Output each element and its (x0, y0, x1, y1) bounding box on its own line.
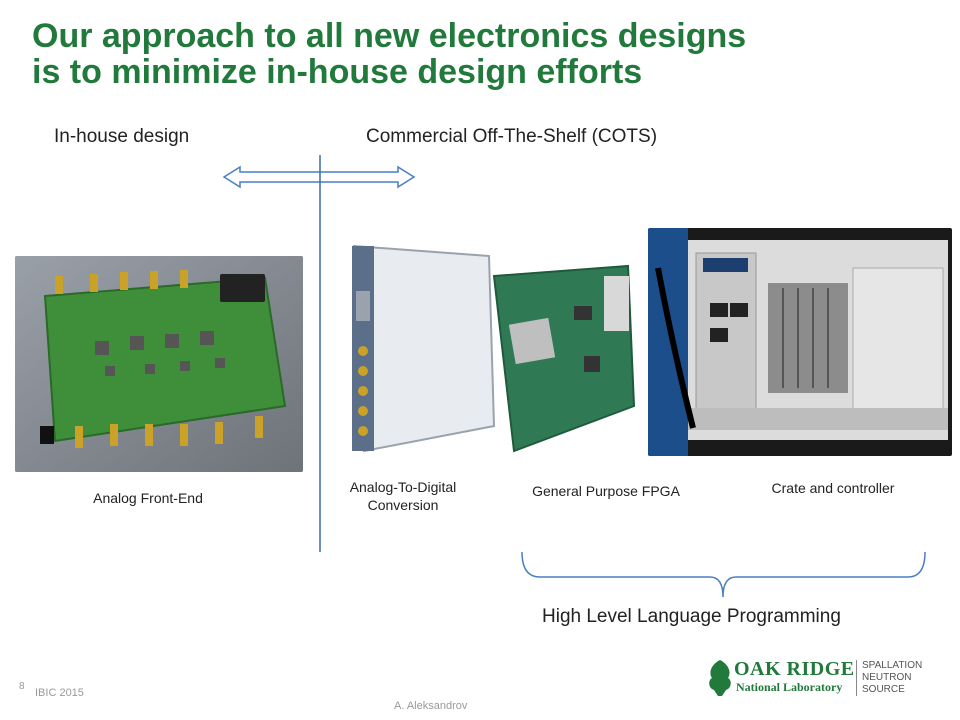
crate-illustration (648, 228, 952, 456)
caption-fpga: General Purpose FPGA (532, 483, 680, 499)
double-arrow (222, 165, 416, 189)
logo-sns-line-3: SOURCE (862, 684, 905, 695)
logo-sns: SPALLATION NEUTRON SOURCE (862, 660, 922, 696)
afe-board-illustration (15, 256, 303, 472)
logo-oak-ridge: OAK RIDGE (734, 658, 855, 680)
title-line-2: is to minimize in-house design efforts (32, 53, 643, 91)
adc-fpga-illustration (344, 236, 640, 468)
caption-adc: Analog-To-Digital Conversion (320, 478, 486, 514)
cots-label: Commercial Off-The-Shelf (COTS) (366, 126, 658, 147)
slide-title: Our approach to all new electronics desi… (32, 18, 942, 90)
logo-national-laboratory: National Laboratory (736, 680, 843, 694)
caption-adc-line-2: Conversion (367, 497, 439, 513)
logo-sns-line-1: SPALLATION (862, 660, 923, 671)
footer-conference: IBIC 2015 (35, 687, 84, 699)
crate-photo (648, 228, 952, 456)
inhouse-label: In-house design (54, 126, 190, 147)
footer-author: A. Aleksandrov (394, 700, 468, 712)
oak-leaf-icon (709, 660, 731, 696)
logo-sns-line-2: NEUTRON (862, 672, 912, 683)
hll-label: High Level Language Programming (542, 606, 841, 627)
page-number: 8 (19, 681, 25, 692)
ornl-sns-logo: OAK RIDGE National Laboratory SPALLATION… (704, 658, 940, 700)
curly-brace (521, 551, 926, 598)
caption-crate: Crate and controller (771, 480, 895, 496)
logo-divider (856, 660, 857, 696)
analog-front-end-photo (15, 256, 303, 472)
caption-adc-line-1: Analog-To-Digital (349, 479, 457, 495)
title-line-1: Our approach to all new electronics desi… (32, 17, 747, 55)
adc-fpga-photo (344, 236, 640, 468)
caption-analog-front-end: Analog Front-End (93, 490, 203, 506)
